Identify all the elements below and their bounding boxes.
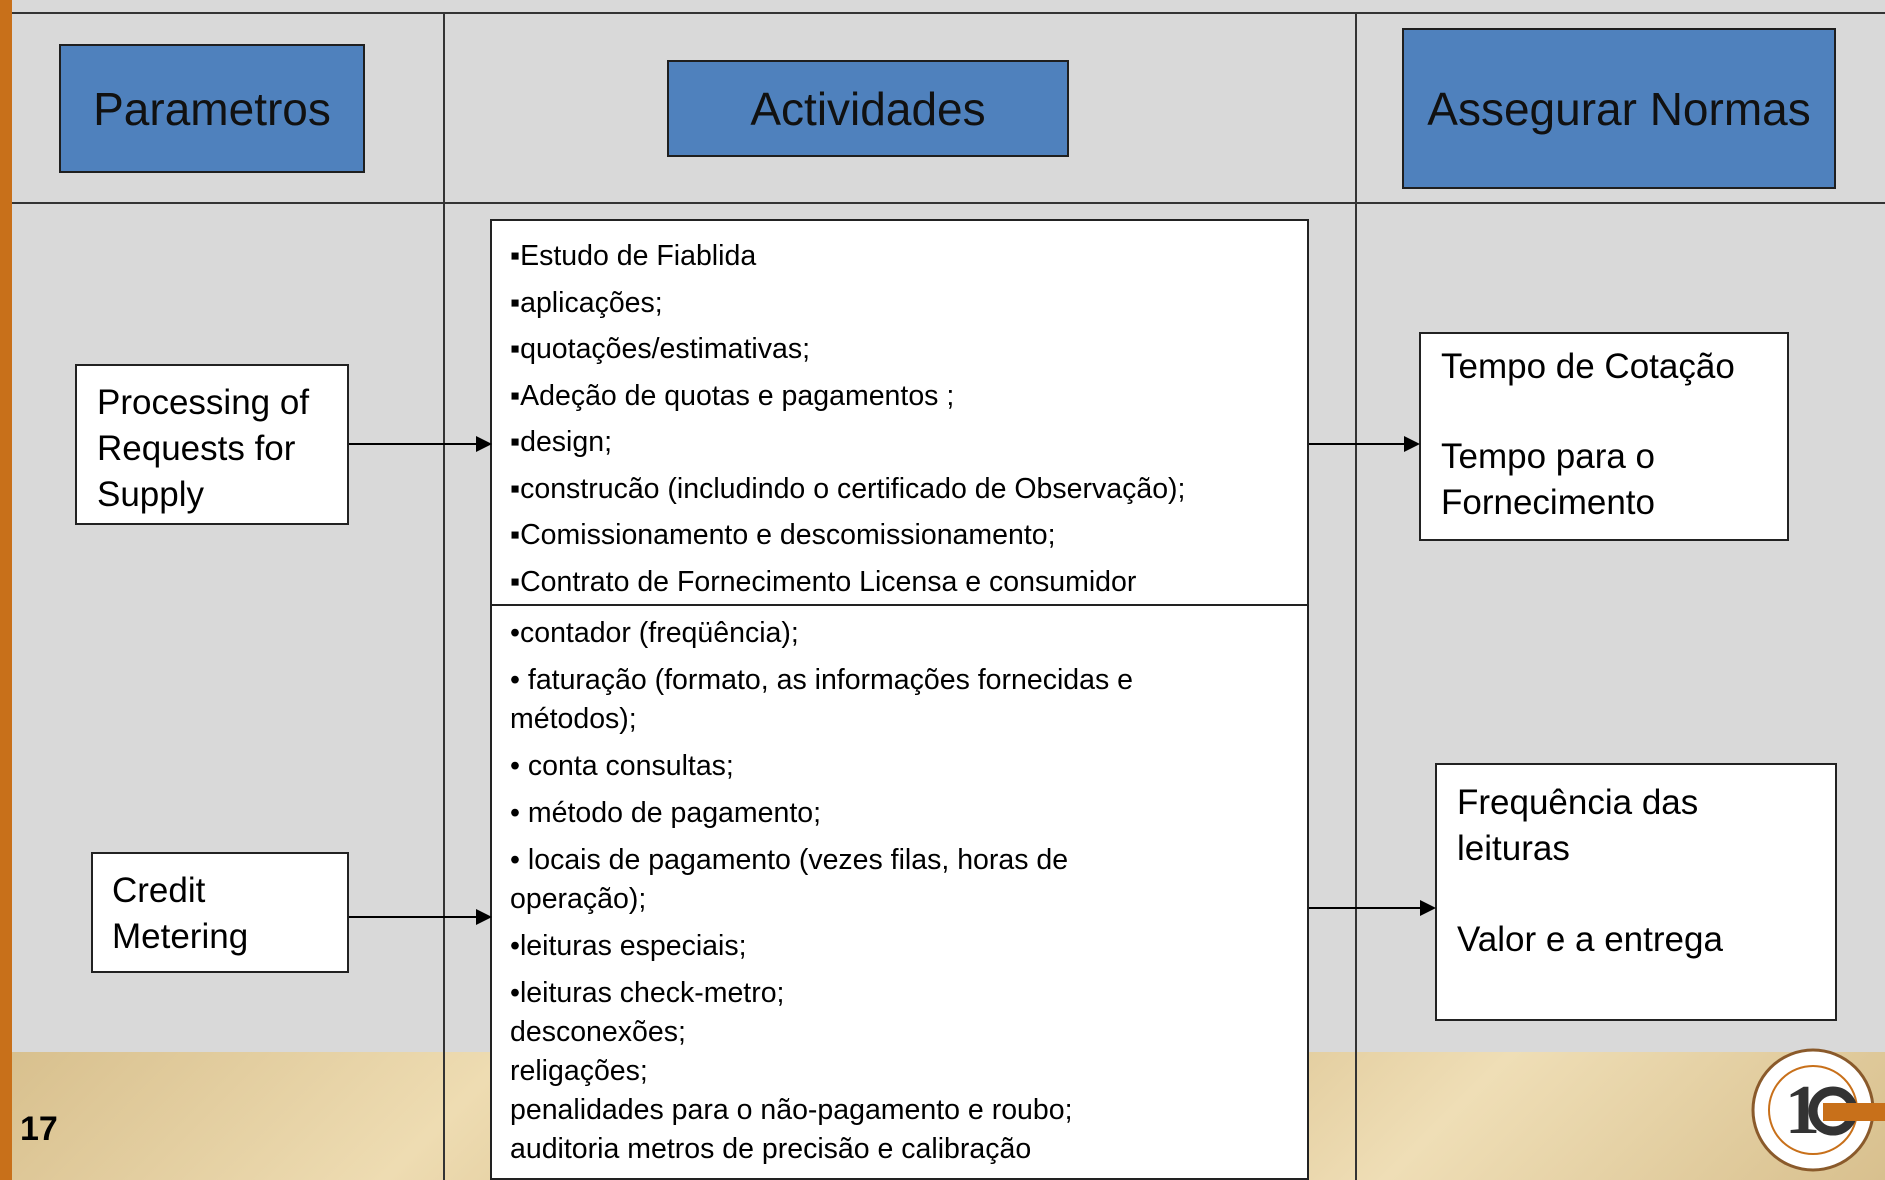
activity-item: ▪Adeção de quotas e pagamentos ; xyxy=(510,379,955,412)
activity-item: ▪aplicações; xyxy=(510,286,663,319)
left-accent-bar xyxy=(0,0,12,1180)
parameter-processing-label: Processing of Requests for Supply xyxy=(97,383,310,514)
header-actividades: Actividades xyxy=(667,60,1069,157)
parameter-credit-label: Credit Metering xyxy=(112,871,249,956)
standard-item: Frequência das leituras xyxy=(1457,783,1699,868)
standard-item: Tempo para o Fornecimento xyxy=(1441,437,1656,522)
activity-item: religações; xyxy=(510,1055,648,1087)
column-divider-2 xyxy=(1355,12,1357,1180)
activity-item: •contador (freqüência); xyxy=(510,617,799,649)
activity-item: ▪quotações/estimativas; xyxy=(510,333,811,365)
page-number: 17 xyxy=(20,1110,58,1148)
table-top-border xyxy=(12,12,1885,14)
header-parametros: Parametros xyxy=(59,44,365,173)
activities-divider xyxy=(492,604,1307,606)
activities-box: ▪Estudo de Fiablida ▪aplicações; ▪quotaç… xyxy=(490,219,1309,1180)
header-divider xyxy=(12,202,1885,204)
column-divider-1 xyxy=(443,12,445,1180)
activity-item: auditoria metros de precisão e calibraçã… xyxy=(510,1133,1032,1165)
activity-item: • método de pagamento; xyxy=(510,797,822,829)
arrow-head-icon xyxy=(476,436,492,452)
activity-item: •leituras check-metro; xyxy=(510,977,785,1009)
activity-item: ▪construcão (includindo o certificado de… xyxy=(510,472,1186,505)
activity-item: ▪design; xyxy=(510,426,613,458)
arrow-head-icon xyxy=(476,909,492,925)
activity-item: penalidades para o não-pagamento e roubo… xyxy=(510,1094,1073,1126)
activities-supply-list: ▪Estudo de Fiablida ▪aplicações; ▪quotaç… xyxy=(510,233,1185,605)
header-assegurar-normas: Assegurar Normas xyxy=(1402,28,1836,189)
parameter-processing-box: Processing of Requests for Supply xyxy=(75,364,349,525)
standards-metering-box: Frequência das leituras Valor e a entreg… xyxy=(1435,763,1837,1021)
activity-item: • faturação (formato, as informações for… xyxy=(510,664,1134,696)
standards-supply-box: Tempo de Cotação Tempo para o Fornecimen… xyxy=(1419,332,1789,541)
activity-item: •leituras especiais; xyxy=(510,930,747,962)
rera-logo-icon: 1 xyxy=(1735,1045,1885,1175)
standard-item: Tempo de Cotação xyxy=(1441,347,1735,386)
arrow-credit-to-activities xyxy=(349,916,476,918)
arrow-head-icon xyxy=(1404,436,1420,452)
activity-item: ▪Comissionamento e descomissionamento; xyxy=(510,519,1056,551)
activity-item: operação); xyxy=(510,883,647,915)
standard-item: Valor e a entrega xyxy=(1457,920,1723,959)
arrow-activities-to-metering-standards xyxy=(1309,907,1420,909)
activity-item: ▪Estudo de Fiablida xyxy=(510,240,757,272)
arrow-processing-to-activities xyxy=(349,443,476,445)
activity-item: métodos); xyxy=(510,703,637,735)
activity-item: desconexões; xyxy=(510,1016,686,1048)
parameter-credit-box: Credit Metering xyxy=(91,852,349,973)
activity-item: ▪Contrato de Fornecimento Licensa e cons… xyxy=(510,565,1137,598)
arrow-activities-to-supply-standards xyxy=(1309,443,1405,445)
arrow-head-icon xyxy=(1420,900,1436,916)
activity-item: • locais de pagamento (vezes filas, hora… xyxy=(510,844,1069,876)
activity-item: • conta consultas; xyxy=(510,750,734,782)
